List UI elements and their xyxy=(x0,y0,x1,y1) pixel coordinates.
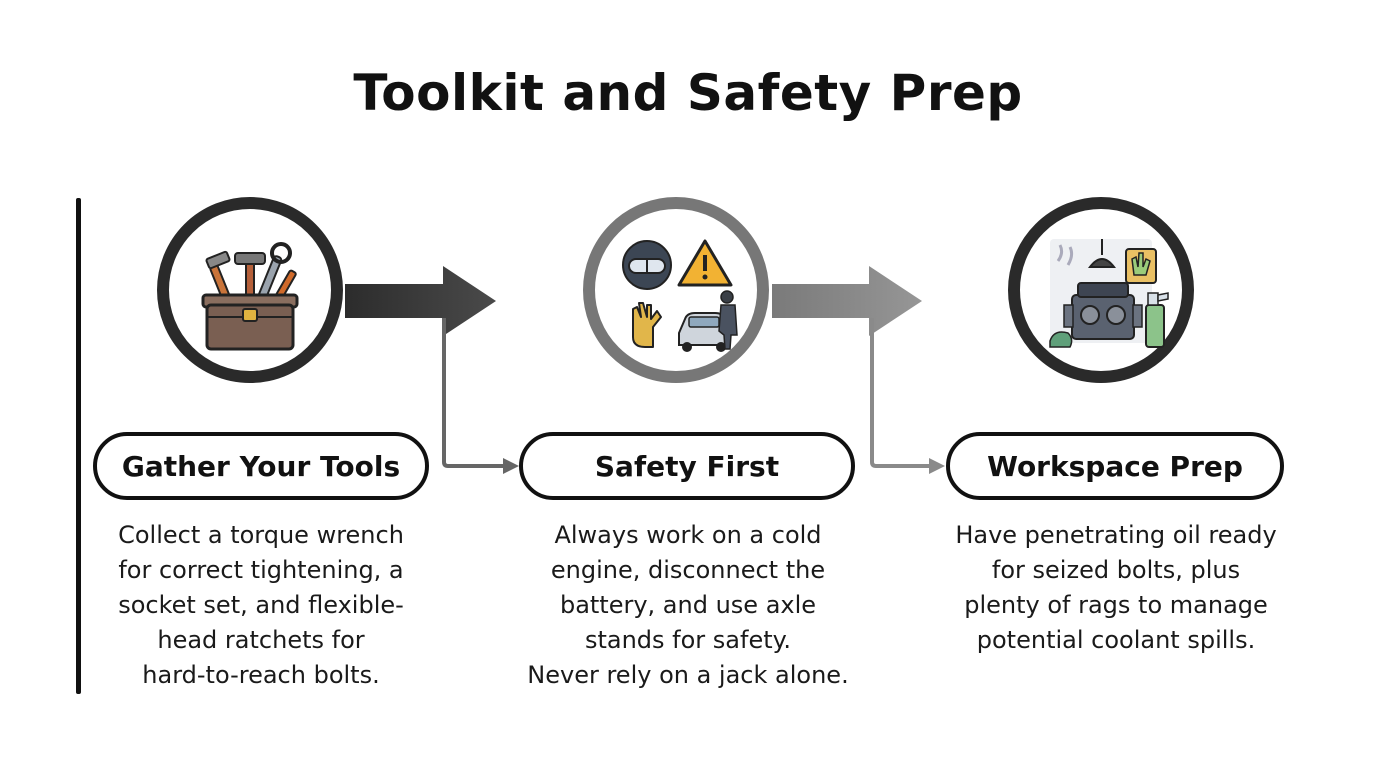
step-1-circle xyxy=(157,197,343,383)
connector-1 xyxy=(442,318,506,468)
step-3-heading: Workspace Prep xyxy=(946,432,1284,500)
step-3-line: for seized bolts, plus xyxy=(991,556,1241,584)
page-title: Toolkit and Safety Prep xyxy=(353,64,1023,122)
step-3-circle xyxy=(1008,197,1194,383)
step-3-description: Have penetrating oil ready for seized bo… xyxy=(945,518,1287,658)
workspace-icon xyxy=(1049,239,1169,348)
step-2-line: battery, and use axle xyxy=(559,591,817,619)
step-2-line: engine, disconnect the xyxy=(550,556,826,584)
step-2-heading: Safety First xyxy=(519,432,855,500)
flow-arrow-2 xyxy=(772,266,922,336)
step-1-line: hard-to-reach bolts. xyxy=(142,661,380,689)
step-2-circle xyxy=(583,197,769,383)
step-3-line: plenty of rags to manage xyxy=(964,591,1268,619)
side-rule xyxy=(76,198,81,694)
step-1-heading: Gather Your Tools xyxy=(93,432,429,500)
toolbox-icon xyxy=(201,242,299,351)
flow-arrow-1 xyxy=(345,266,496,336)
safety-gear-icon xyxy=(622,239,738,352)
step-2-line: Never rely on a jack alone. xyxy=(527,661,849,689)
step-1-line: head ratchets for xyxy=(157,626,365,654)
step-2-line: Always work on a cold xyxy=(554,521,822,549)
connector-2 xyxy=(870,318,932,468)
step-2-line: stands for safety. xyxy=(584,626,792,654)
step-1-description: Collect a torque wrench for correct tigh… xyxy=(98,518,424,693)
step-1-line: socket set, and flexible- xyxy=(118,591,404,619)
step-1-line: Collect a torque wrench xyxy=(118,521,404,549)
step-2-description: Always work on a cold engine, disconnect… xyxy=(518,518,858,693)
step-1-line: for correct tightening, a xyxy=(118,556,404,584)
step-3-line: potential coolant spills. xyxy=(976,626,1256,654)
step-3-line: Have penetrating oil ready xyxy=(955,521,1277,549)
